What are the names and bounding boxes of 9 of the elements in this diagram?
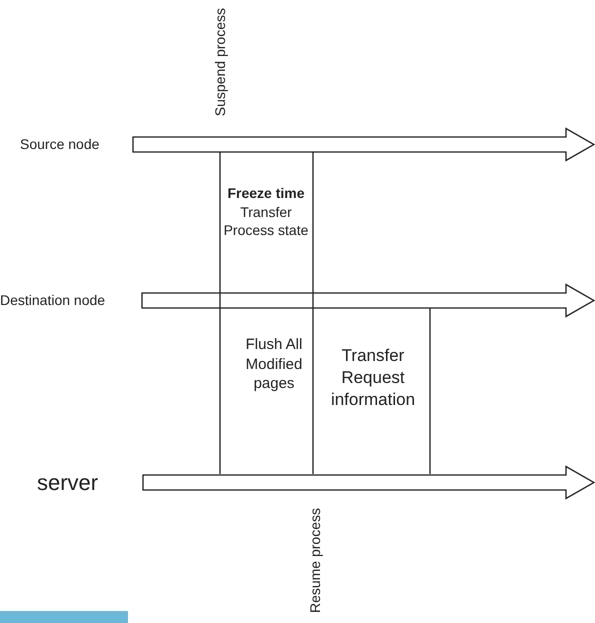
event-label: Suspend process: [211, 8, 229, 116]
phase-title: Freeze time: [226, 184, 306, 202]
timeline-label: Destination node: [0, 291, 106, 310]
phase-label: Flush All Modified pages: [244, 335, 304, 394]
phase-label: Transfer Process state: [222, 203, 310, 240]
timeline-label: Source node: [20, 135, 100, 154]
phase-label: Transfer Request information: [330, 345, 416, 412]
event-label: Resume process: [306, 508, 324, 614]
timeline-label: server: [37, 469, 98, 497]
